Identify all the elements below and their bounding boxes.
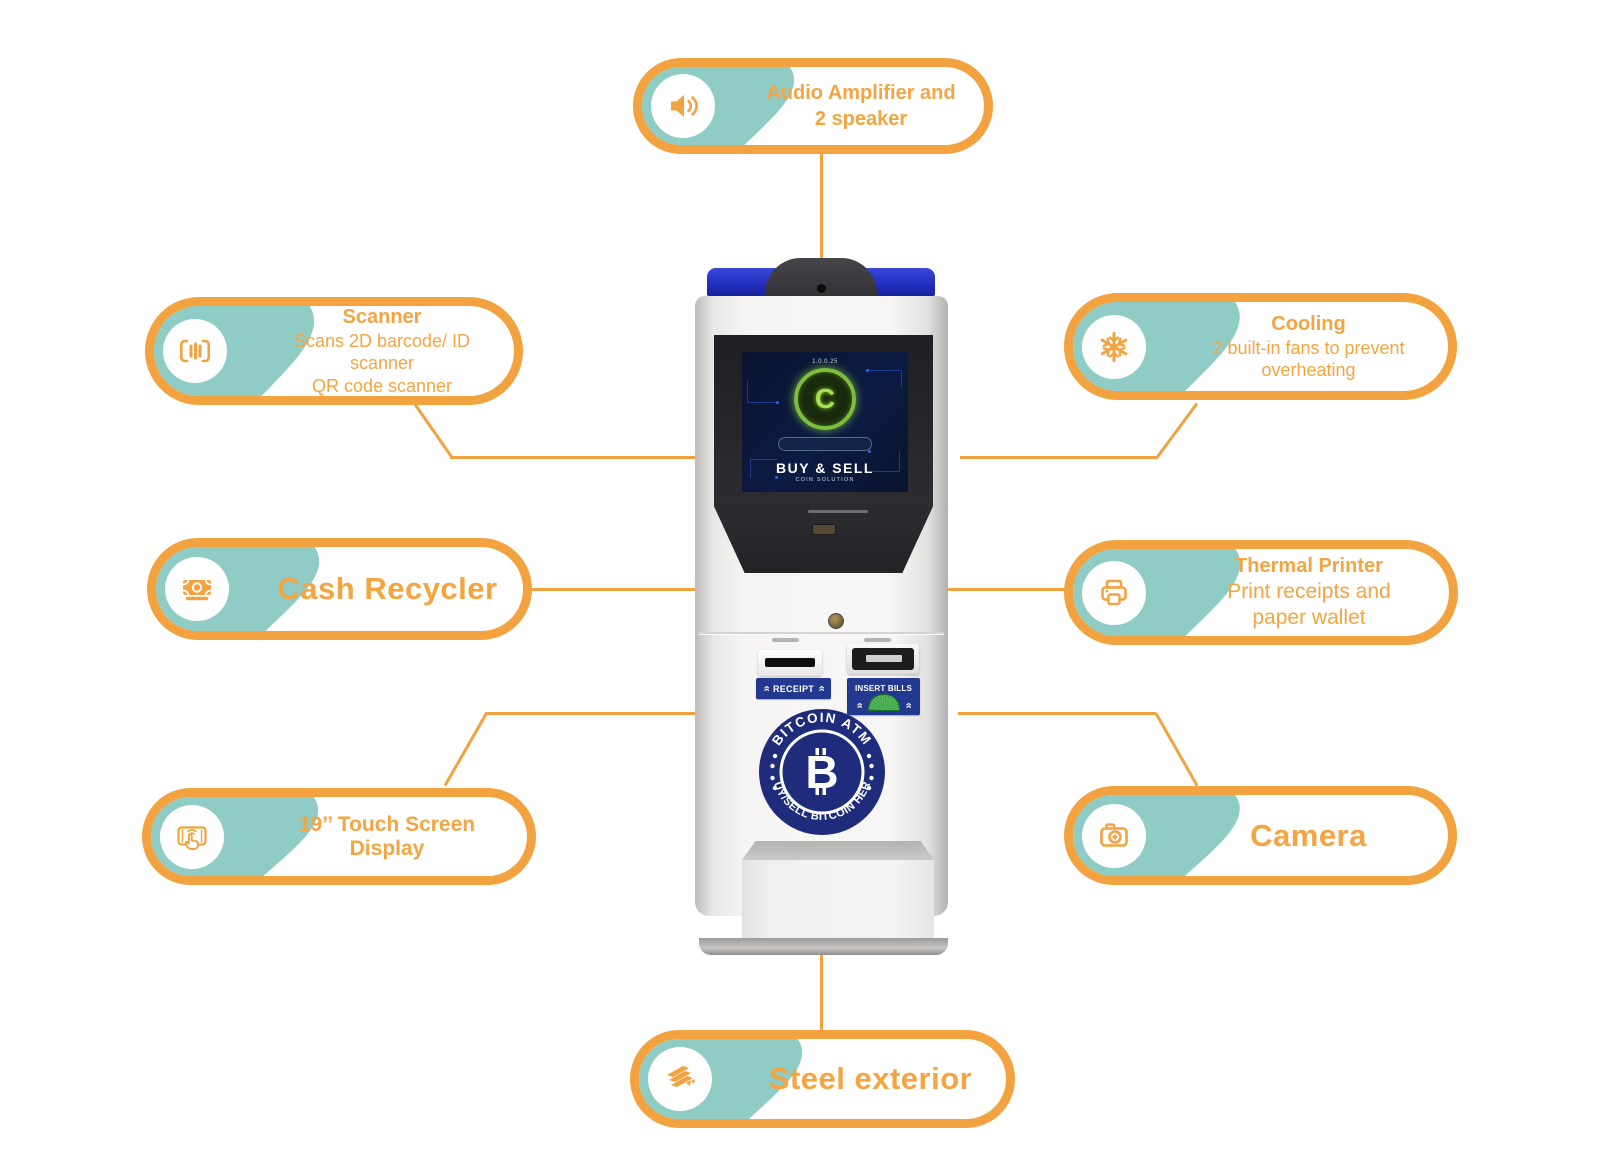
badge-dots <box>770 753 874 791</box>
screen-subheadline: COIN SOLUTION <box>795 477 855 483</box>
connector-thermal-printer <box>946 588 1068 591</box>
screen-headline: BUY & SELL <box>776 460 874 476</box>
callout-scanner: Scanner Scans 2D barcode/ ID scanner QR … <box>145 297 523 405</box>
bitcoin-atm-badge: BITCOIN ATM BUY/SELL BITCOIN HERE B <box>758 708 885 835</box>
svg-text:B: B <box>805 746 838 798</box>
screen-welcome-button[interactable] <box>778 437 872 451</box>
callout-text: paper wallet <box>1252 606 1366 629</box>
callout-camera: Camera <box>1064 786 1457 885</box>
bitcoin-atm-machine: 1.0.0.25 C BUY & SELL COIN SOLUTION « RE… <box>693 256 950 955</box>
machine-cabinet: 1.0.0.25 C BUY & SELL COIN SOLUTION « RE… <box>695 296 948 955</box>
receipt-dispenser[interactable] <box>758 650 822 676</box>
bill-slot <box>866 655 902 662</box>
callout-text: Print receipts and <box>1227 579 1391 603</box>
barcode-scanner-icon <box>163 319 227 383</box>
vent-slit-left <box>772 638 799 642</box>
touch-screen[interactable]: 1.0.0.25 C BUY & SELL COIN SOLUTION <box>742 352 908 492</box>
up-chevrons-icon: « <box>902 702 915 709</box>
callout-title: Thermal Printer <box>1235 554 1383 577</box>
connector-touch-diagonal <box>443 711 489 787</box>
callout-touch-screen: 19’’ Touch Screen Display <box>142 788 536 885</box>
machine-base <box>699 938 948 955</box>
connector-scanner-diagonal <box>411 400 454 459</box>
callout-title: 19’’ Touch Screen Display <box>298 812 476 860</box>
speaker-icon <box>651 74 715 138</box>
insert-bills-label: INSERT BILLS « « <box>847 678 920 715</box>
bill-acceptor[interactable] <box>847 644 919 674</box>
connector-cooling <box>960 456 1158 459</box>
connector-cooling-diagonal <box>1155 402 1199 459</box>
connector-camera-diagonal <box>1154 712 1199 787</box>
up-chevrons-icon: « <box>815 685 828 692</box>
callout-title: Cash Recycler <box>277 571 498 606</box>
up-chevrons-icon: « <box>760 685 773 692</box>
coin-logo-icon: C <box>794 368 856 430</box>
bitcoin-symbol-icon: B <box>805 746 838 798</box>
camera-icon <box>1082 803 1146 868</box>
connector-touch-screen <box>486 712 704 715</box>
callout-title: Steel exterior <box>768 1061 973 1096</box>
callout-text: 2 speaker <box>814 108 908 130</box>
camera-dome <box>765 258 877 300</box>
connector-camera <box>958 712 1156 715</box>
printer-icon <box>1082 560 1146 625</box>
lower-door-panel <box>742 860 934 938</box>
callout-thermal-printer: Thermal Printer Print receipts and paper… <box>1064 540 1458 645</box>
callout-title: Camera <box>1250 817 1367 853</box>
callout-text: overheating <box>1261 360 1356 380</box>
connector-audio <box>820 150 823 262</box>
callout-cooling: Cooling 2 built-in fans to prevent overh… <box>1064 293 1457 400</box>
callout-steel-exterior: Steel exterior <box>630 1030 1015 1128</box>
callout-text: Audio Amplifier and <box>766 82 956 104</box>
callout-text: QR code scanner <box>311 375 453 396</box>
callout-text: Scans 2D barcode/ ID scanner <box>293 330 471 374</box>
connector-steel <box>820 912 823 1032</box>
steel-sheets-icon <box>648 1047 712 1111</box>
callout-text: 2 built-in fans to prevent <box>1212 337 1405 358</box>
shelf-slot <box>808 510 868 513</box>
cabinet-seam <box>699 632 944 635</box>
screen-version-text: 1.0.0.25 <box>812 359 838 365</box>
connector-cash-recycler <box>528 588 702 591</box>
snowflake-icon <box>1082 314 1146 379</box>
callout-audio-amplifier: Audio Amplifier and 2 speaker <box>633 58 993 154</box>
banknote-icon <box>165 557 229 621</box>
vent-slit-right <box>864 638 891 642</box>
lower-door-chamfer <box>742 841 934 860</box>
scanner-window <box>812 524 836 535</box>
callout-title: Scanner <box>342 306 422 328</box>
touch-screen-icon <box>160 804 224 869</box>
keyhole-lock[interactable] <box>828 613 844 629</box>
callout-title: Cooling <box>1271 312 1346 335</box>
receipt-slot <box>765 658 815 667</box>
callout-cash-recycler: Cash Recycler <box>147 538 532 640</box>
receipt-label: « RECEIPT « <box>756 678 831 699</box>
connector-scanner <box>450 456 705 459</box>
